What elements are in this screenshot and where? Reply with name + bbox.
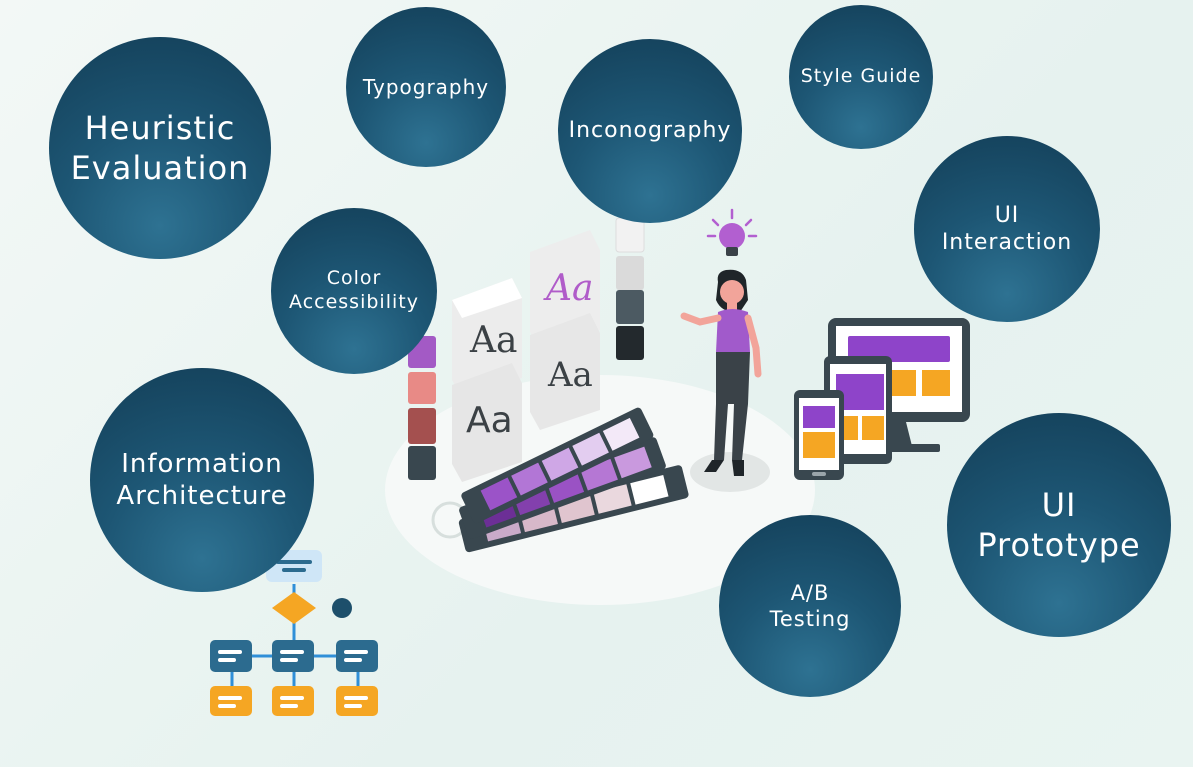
topic-iconography: Inconography (558, 39, 742, 223)
responsive-devices (794, 318, 970, 480)
topic-ab-testing-label: A/B Testing (769, 580, 851, 631)
topic-ui-interaction-label: UI Interaction (941, 202, 1073, 256)
color-palette-fan (458, 407, 689, 553)
topic-heuristic-evaluation-label: Heuristic Evaluation (70, 109, 250, 187)
topic-color-accessibility-label: Color Accessibility (289, 267, 419, 313)
topic-ui-interaction: UI Interaction (914, 136, 1100, 322)
topic-heuristic-evaluation: Heuristic Evaluation (49, 37, 271, 259)
topic-style-guide: Style Guide (789, 5, 933, 149)
designer-figure (680, 269, 770, 492)
topic-typography-label: Typography (362, 74, 490, 99)
topic-information-architecture-label: Information Architecture (116, 448, 288, 512)
flowchart-diagram (210, 550, 378, 716)
type-specimen-cards (452, 230, 600, 482)
specimen-aa-sans: Aa (466, 400, 513, 441)
color-swatch-stack (408, 336, 436, 480)
topic-information-architecture: Information Architecture (90, 368, 314, 592)
topic-ui-prototype-label: UI Prototype (977, 486, 1141, 564)
topic-typography: Typography (346, 7, 506, 167)
specimen-aa-serif: Aa (469, 320, 517, 361)
lightbulb-icon (706, 208, 758, 256)
topic-ui-prototype: UI Prototype (947, 413, 1171, 637)
gray-swatch-column (615, 217, 645, 360)
specimen-aa-display: Aa (547, 355, 593, 395)
topic-ab-testing: A/B Testing (719, 515, 901, 697)
topic-style-guide-label: Style Guide (800, 65, 922, 88)
topic-color-accessibility: Color Accessibility (271, 208, 437, 374)
topic-iconography-label: Inconography (568, 118, 732, 144)
specimen-aa-script: Aa (543, 268, 593, 309)
